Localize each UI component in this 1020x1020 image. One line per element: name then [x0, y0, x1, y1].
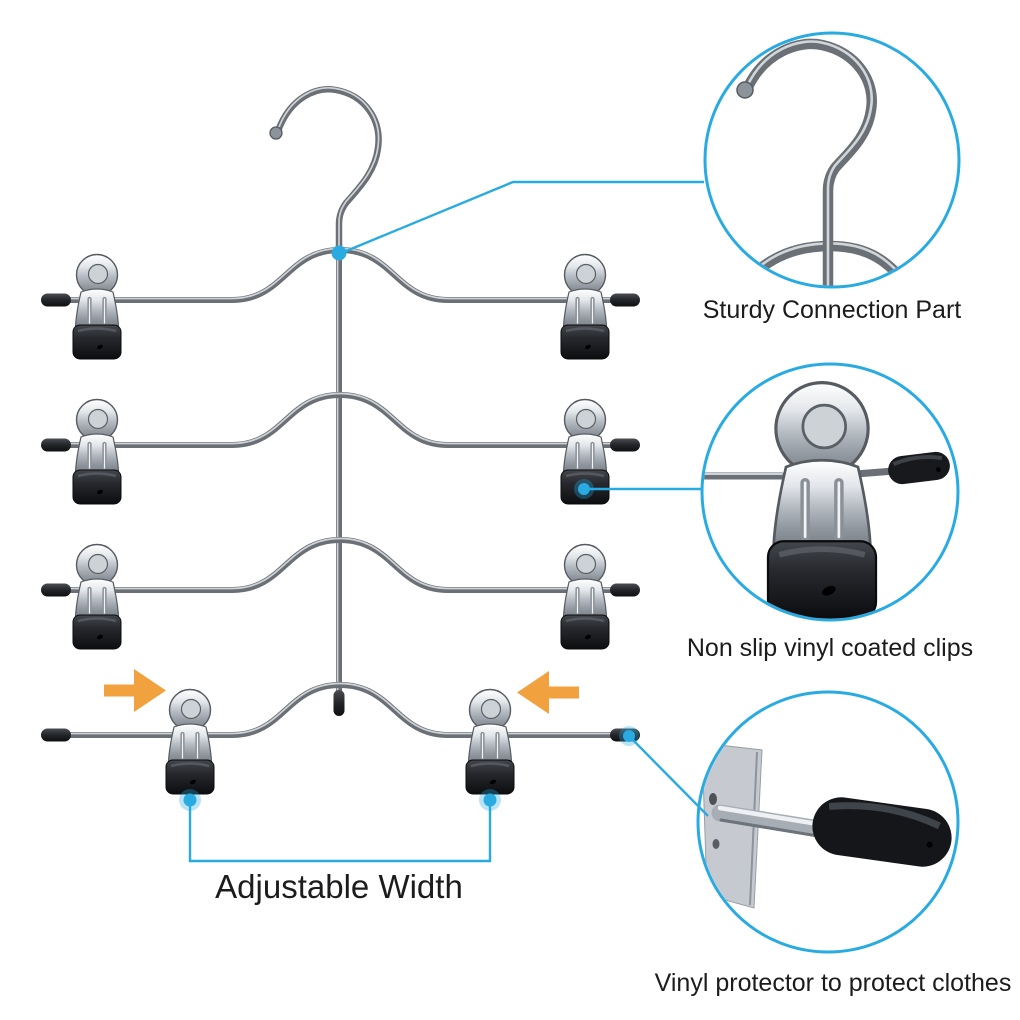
- center-rod: [333, 250, 345, 716]
- vinyl-protector-cap: [812, 797, 952, 867]
- vinyl-tip-left: [41, 438, 71, 452]
- label-non-slip-clips: Non slip vinyl coated clips: [687, 634, 973, 662]
- label-adjustable-width: Adjustable Width: [215, 868, 463, 905]
- callout-dot-icon: [479, 789, 501, 811]
- tier-3-right-clip: [561, 545, 609, 650]
- callout-dot-icon: [331, 245, 347, 261]
- annotation-lines: [179, 180, 709, 863]
- rod-end-cap: [333, 690, 345, 716]
- hanger: [41, 88, 640, 794]
- vinyl-tip-left: [41, 583, 71, 597]
- vinyl-tip-right: [610, 583, 640, 597]
- tier-3-left-clip: [73, 545, 121, 650]
- tier-4-left-clip: [166, 690, 214, 795]
- callout-protector: [696, 690, 960, 954]
- label-vinyl-protector: Vinyl protector to protect clothes: [655, 969, 1012, 997]
- callout-clip-detail: [703, 383, 950, 618]
- tier-2-left-clip: [73, 400, 121, 505]
- callout-protector-detail: [701, 742, 952, 909]
- tier-1-right-clip: [561, 255, 609, 360]
- vinyl-tip: [888, 451, 950, 485]
- vinyl-tip-left: [41, 293, 71, 307]
- magnifier-circle-icon: [703, 31, 961, 289]
- label-sturdy-connection: Sturdy Connection Part: [703, 296, 962, 324]
- callout-connection: [703, 31, 961, 289]
- tier-1: [41, 249, 640, 360]
- adjustable-width-bracket: [188, 804, 492, 863]
- callout-dot-icon: [619, 726, 639, 746]
- leader-line-connection: [338, 180, 704, 256]
- clip-plate: [701, 742, 763, 909]
- tier-2: [41, 394, 640, 505]
- tier-4-right-clip: [466, 690, 514, 795]
- leader-line-protector: [628, 735, 709, 817]
- arrow-left-icon: [517, 671, 579, 714]
- callout-connection-detail: [736, 42, 912, 286]
- hook-ball-tip: [736, 81, 754, 99]
- vinyl-tip-right: [610, 438, 640, 452]
- vinyl-tip-right: [610, 293, 640, 307]
- tier-3: [41, 539, 640, 650]
- hook-ball-tip: [269, 126, 283, 140]
- tier-1-left-clip: [73, 255, 121, 360]
- callout-dot-icon: [574, 479, 594, 499]
- callout-clip: [700, 362, 960, 622]
- callout-dot-icon: [179, 789, 201, 811]
- hanger-hook: [269, 88, 379, 256]
- vinyl-tip-left: [41, 728, 71, 742]
- pant-clip-icon: [768, 383, 876, 618]
- arrow-right-icon: [104, 669, 166, 712]
